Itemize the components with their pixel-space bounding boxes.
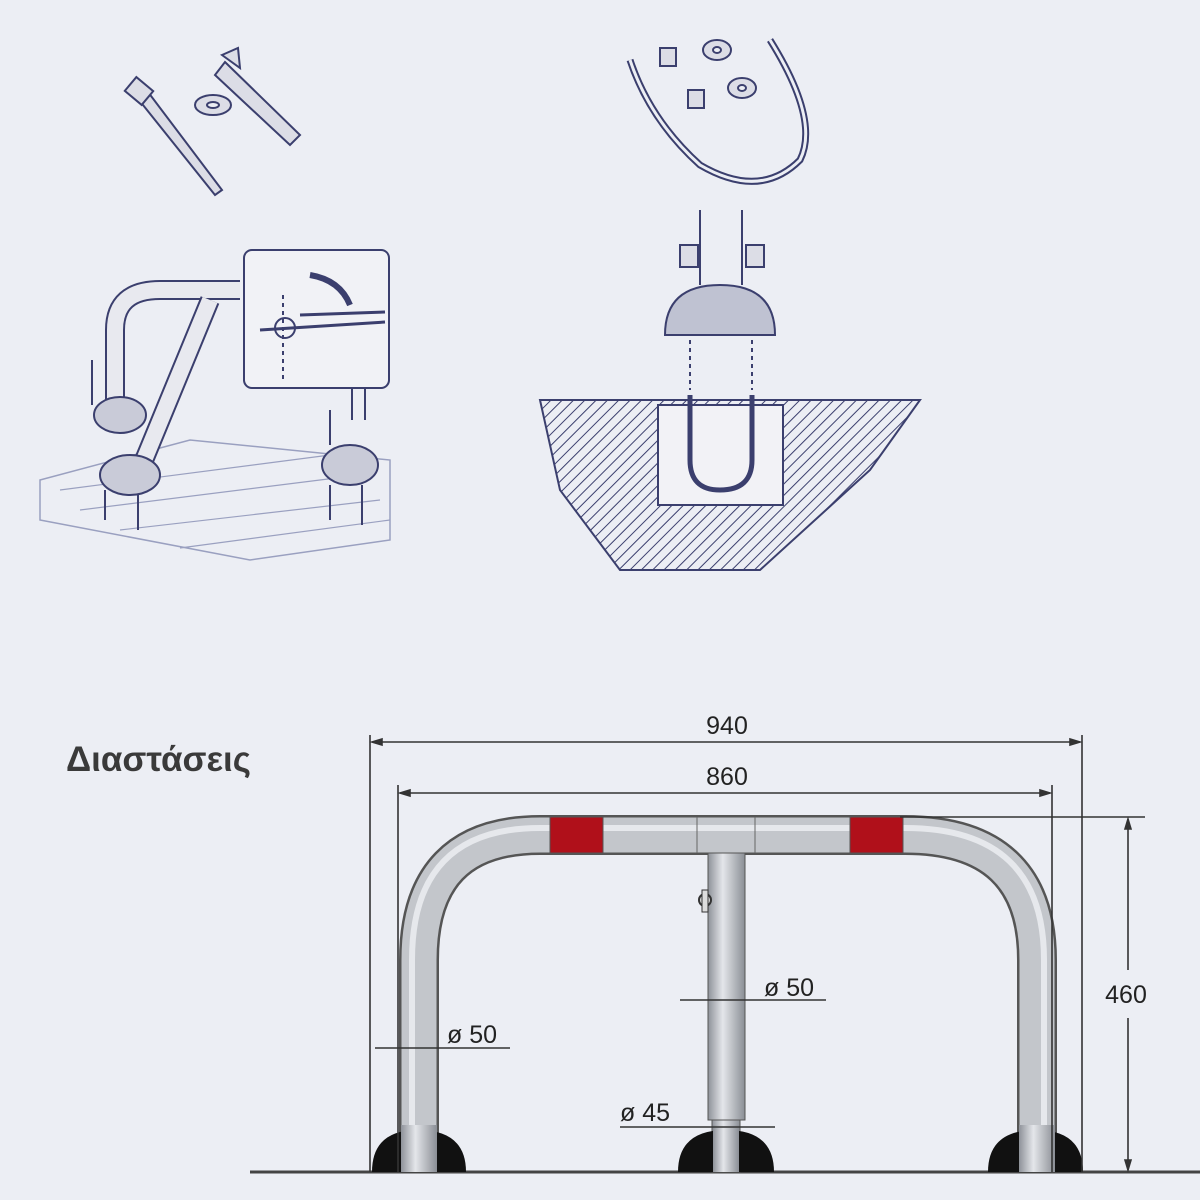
hardware-kit-bolts-icon bbox=[123, 46, 302, 197]
reflector-band-left bbox=[549, 816, 604, 854]
installation-bolted-icon bbox=[39, 249, 391, 561]
section-title: Διαστάσεις bbox=[66, 740, 251, 779]
reflector-band-right bbox=[849, 816, 904, 854]
dim-post-diameter: ø 50 bbox=[764, 974, 814, 1002]
frame-tube bbox=[401, 817, 1055, 1172]
dim-post-lower-diameter: ø 45 bbox=[620, 1099, 670, 1127]
dim-overall-width: 940 bbox=[706, 712, 748, 740]
center-post bbox=[707, 852, 746, 1121]
barrier-drawing bbox=[250, 815, 1200, 1174]
installation-concrete-icon bbox=[538, 210, 922, 571]
dimension-lines bbox=[369, 735, 1145, 1173]
dim-leg-diameter: ø 50 bbox=[447, 1021, 497, 1049]
dim-inner-width: 860 bbox=[706, 763, 748, 791]
hardware-kit-ubolt-icon bbox=[626, 38, 810, 185]
dim-height: 460 bbox=[1105, 981, 1147, 1009]
